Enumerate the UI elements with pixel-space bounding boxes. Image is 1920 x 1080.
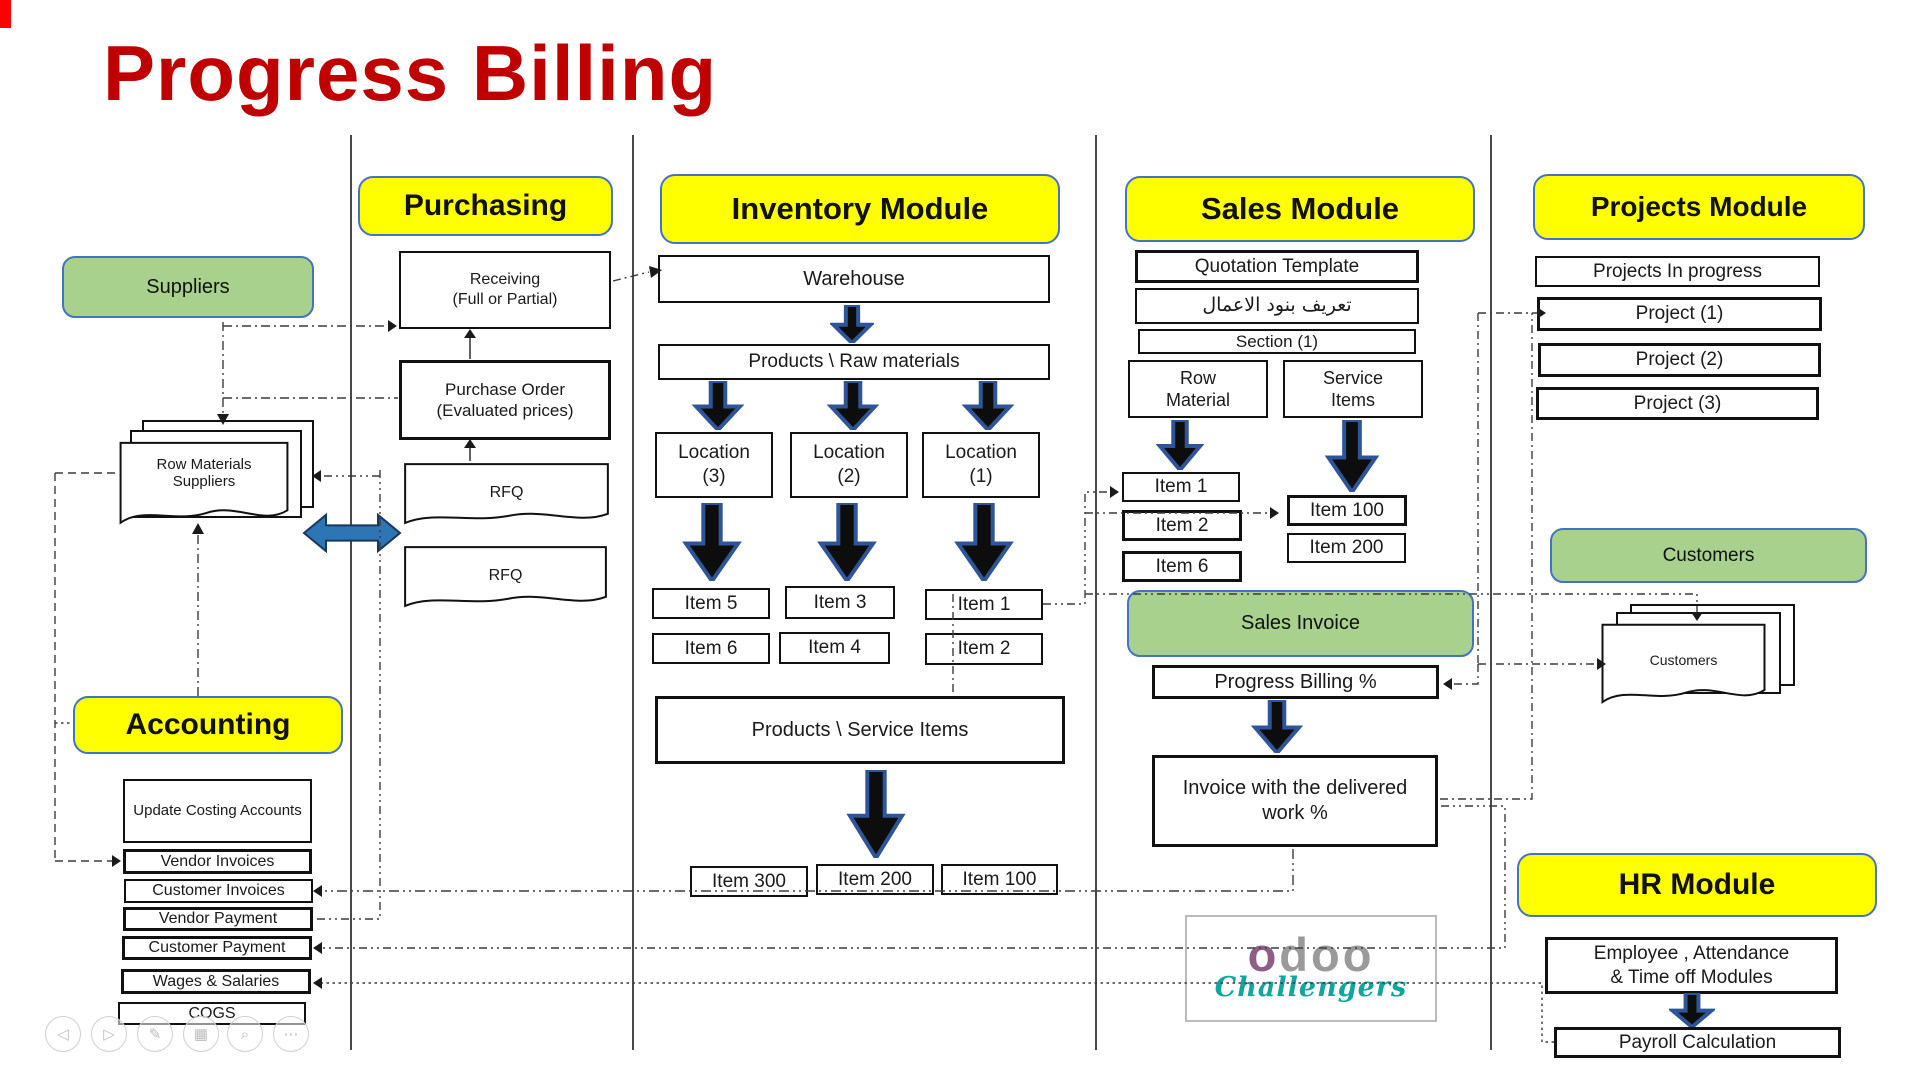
node-projects-in-progress: Projects In progress: [1535, 256, 1820, 287]
node-raw-material-suppliers: Row Materials Suppliers: [118, 440, 290, 535]
module-header-inventory: Inventory Module: [660, 174, 1060, 244]
node-customers: Customers: [1550, 528, 1867, 583]
pen-tool-button[interactable]: ✎: [137, 1016, 173, 1052]
node-location-3: Location (3): [655, 432, 773, 498]
node-item: Item 5: [652, 588, 770, 619]
node-item: Item 300: [690, 866, 808, 897]
down-arrow-icon: [692, 381, 744, 430]
down-arrow-icon: [827, 381, 879, 430]
magnifier-icon: ⌕: [240, 1025, 250, 1043]
node-item: Item 4: [779, 632, 890, 664]
node-rfq-2: RFQ: [402, 545, 609, 615]
previous-icon: ◁: [57, 1026, 69, 1043]
node-employee-attendance: Employee , Attendance & Time off Modules: [1545, 937, 1838, 994]
red-corner-mark: [0, 0, 11, 28]
module-header-accounting: Accounting: [73, 696, 343, 754]
previous-slide-button[interactable]: ◁: [45, 1016, 81, 1052]
document-shape-icon: [402, 545, 609, 615]
node-location-1: Location (1): [922, 432, 1040, 498]
node-purchase-order: Purchase Order (Evaluated prices): [399, 360, 611, 440]
down-arrow-icon: [816, 503, 878, 581]
document-shape-icon: [118, 440, 290, 535]
down-arrow-icon: [962, 381, 1014, 430]
node-customers-docs: Customers: [1600, 622, 1767, 714]
column-divider: [632, 135, 634, 1050]
node-arabic-work-items: تعريف بنود الاعمال: [1135, 288, 1419, 324]
slides-grid-icon: ▦: [193, 1026, 209, 1043]
node-item: Item 200: [1287, 533, 1406, 563]
odoo-challengers-logo: odoo Challengers: [1185, 915, 1437, 1022]
node-warehouse: Warehouse: [658, 255, 1050, 303]
column-divider: [1490, 135, 1492, 1050]
node-item: Item 1: [1122, 472, 1240, 502]
node-item: Item 6: [652, 633, 770, 664]
module-header-purchasing: Purchasing: [358, 176, 613, 236]
node-receiving: Receiving (Full or Partial): [399, 251, 611, 329]
see-all-slides-button[interactable]: ▦: [183, 1016, 219, 1052]
document-shape-icon: [1600, 622, 1767, 714]
node-project-2: Project (2): [1538, 343, 1821, 377]
node-update-costing: Update Costing Accounts: [123, 779, 312, 843]
node-item: Item 200: [816, 864, 934, 895]
module-header-sales: Sales Module: [1125, 176, 1475, 242]
zoom-button[interactable]: ⌕: [227, 1016, 263, 1052]
node-item: Item 1: [925, 589, 1043, 620]
node-quotation-template: Quotation Template: [1135, 250, 1419, 283]
node-item: Item 2: [925, 633, 1043, 665]
column-divider: [350, 135, 352, 1050]
document-shape-icon: [402, 462, 611, 532]
node-item: Item 3: [785, 586, 895, 619]
double-arrow-icon: [302, 512, 402, 554]
node-payroll-calculation: Payroll Calculation: [1554, 1027, 1841, 1058]
column-divider: [1095, 135, 1097, 1050]
more-options-button[interactable]: ⋯: [273, 1016, 309, 1052]
node-customer-payment: Customer Payment: [122, 936, 312, 960]
node-item: Item 100: [941, 864, 1058, 895]
node-wages-salaries: Wages & Salaries: [121, 969, 311, 994]
node-customer-invoices: Customer Invoices: [124, 879, 313, 903]
down-arrow-icon: [1669, 993, 1715, 1027]
node-suppliers: Suppliers: [62, 256, 314, 318]
node-service-items: Service Items: [1283, 360, 1423, 418]
down-arrow-icon: [845, 770, 907, 858]
module-header-projects: Projects Module: [1533, 174, 1865, 240]
node-invoice-delivered: Invoice with the delivered work %: [1152, 755, 1438, 847]
node-section-1: Section (1): [1138, 329, 1416, 354]
node-products-raw: Products \ Raw materials: [658, 344, 1050, 380]
node-sales-invoice: Sales Invoice: [1127, 590, 1474, 657]
down-arrow-icon: [830, 305, 874, 343]
node-location-2: Location (2): [790, 432, 908, 498]
next-slide-button[interactable]: ▷: [91, 1016, 127, 1052]
play-icon: ▷: [103, 1026, 115, 1043]
node-project-1: Project (1): [1537, 297, 1822, 331]
node-item: Item 100: [1287, 495, 1407, 526]
down-arrow-icon: [953, 503, 1015, 581]
node-vendor-invoices: Vendor Invoices: [123, 849, 312, 874]
node-item: Item 2: [1122, 510, 1242, 541]
pen-icon: ✎: [148, 1026, 162, 1043]
down-arrow-icon: [1251, 700, 1303, 753]
odoo-logo-text: odoo: [1247, 927, 1375, 981]
down-arrow-icon: [1156, 420, 1204, 470]
module-header-hr: HR Module: [1517, 853, 1877, 917]
page-title: Progress Billing: [103, 29, 718, 117]
down-arrow-icon: [1324, 420, 1380, 492]
ellipsis-icon: ⋯: [283, 1026, 299, 1043]
node-item: Item 6: [1122, 551, 1242, 582]
challengers-logo-text: Challengers: [1214, 972, 1408, 1004]
node-row-material: Row Material: [1128, 360, 1268, 418]
node-rfq-1: RFQ: [402, 462, 611, 532]
down-arrow-icon: [681, 503, 743, 581]
node-progress-billing: Progress Billing %: [1152, 665, 1439, 699]
node-project-3: Project (3): [1536, 387, 1819, 420]
node-vendor-payment: Vendor Payment: [123, 907, 313, 931]
node-products-service: Products \ Service Items: [655, 696, 1065, 764]
